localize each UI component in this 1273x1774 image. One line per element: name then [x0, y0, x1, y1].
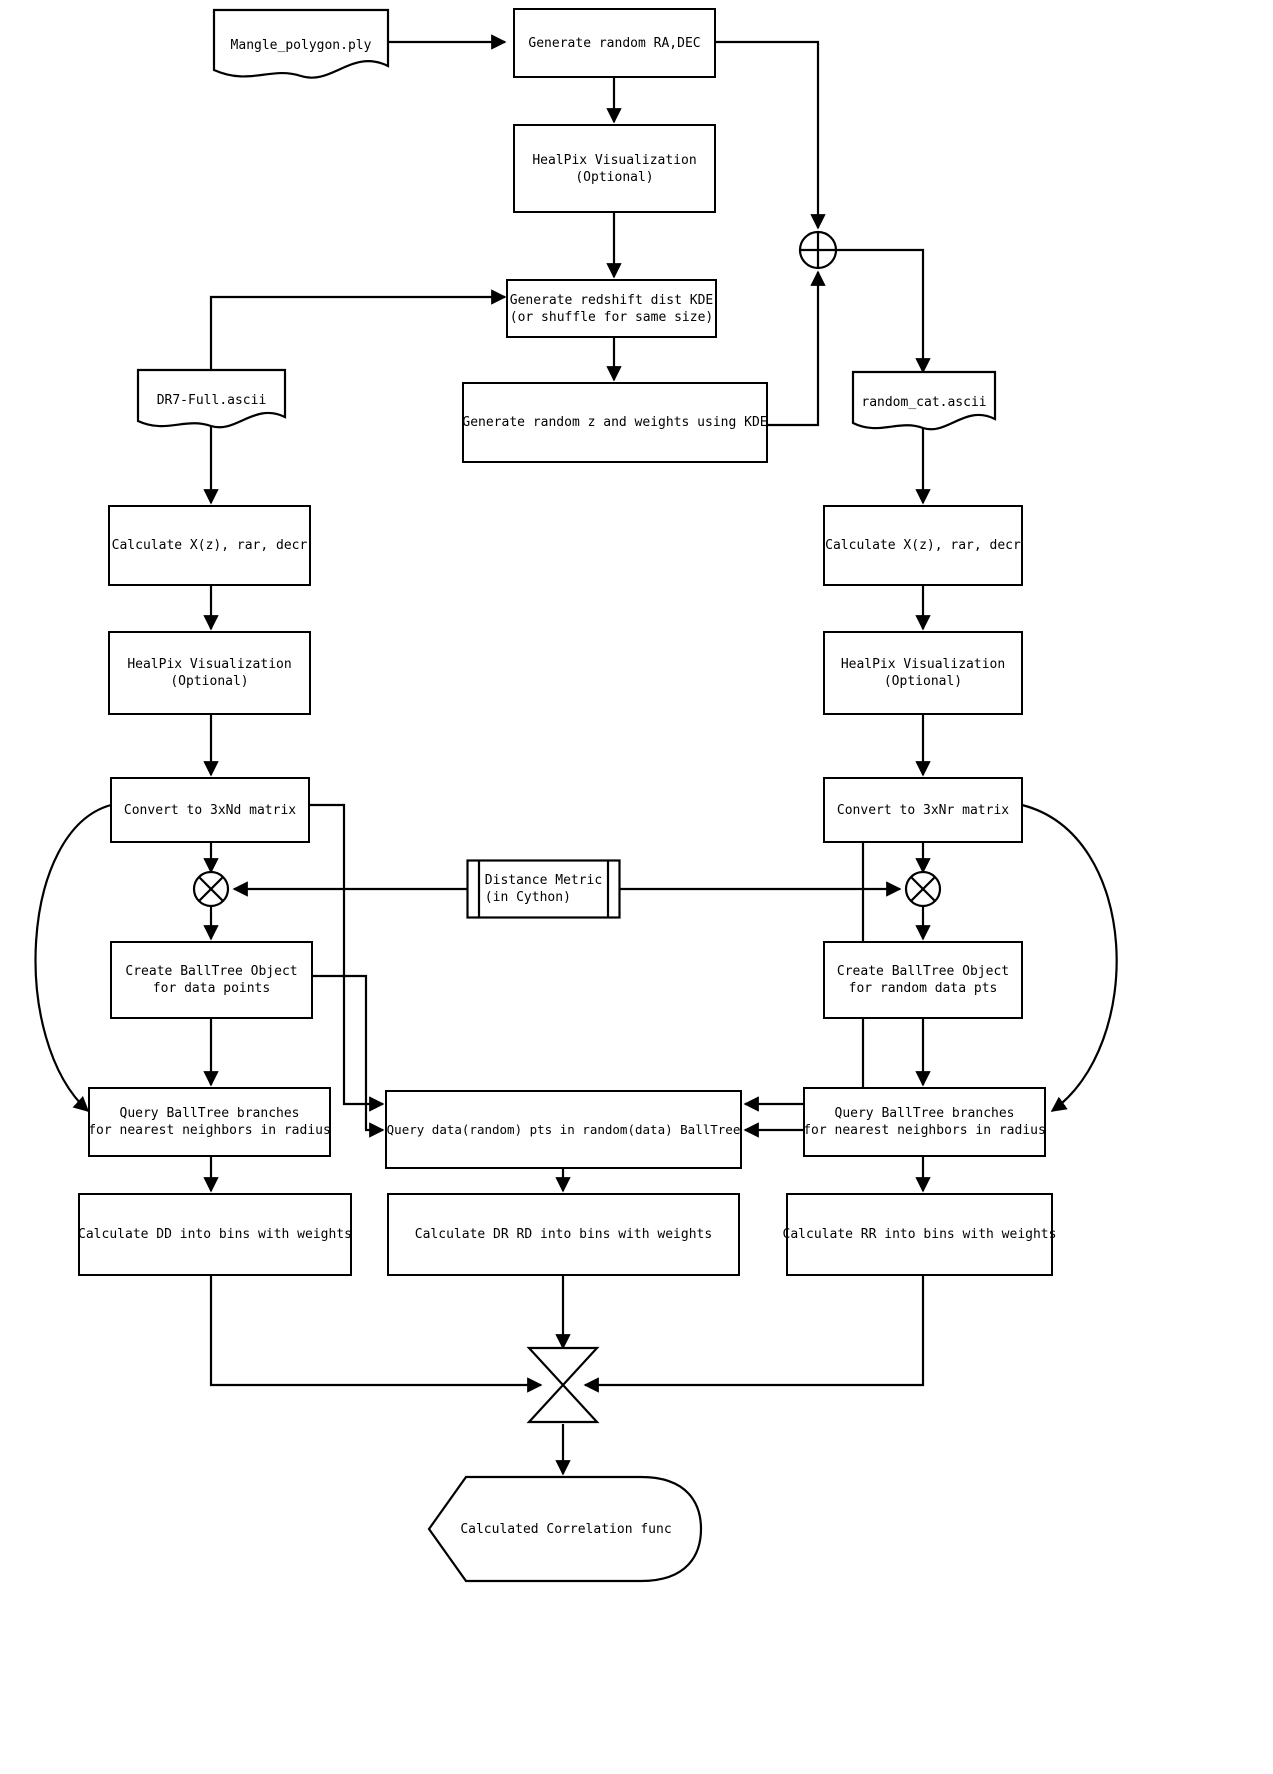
node-healpix-visualization-right[interactable]: HealPix Visualization (Optional) — [823, 631, 1023, 715]
node-calculated-correlation-func[interactable]: Calculated Correlation func — [426, 1474, 706, 1584]
node-calculate-dd[interactable]: Calculate DD into bins with weights — [78, 1193, 352, 1276]
node-label: Calculate X(z), rar, decr — [111, 538, 308, 553]
node-query-cross-balltree[interactable]: Query data(random) pts in random(data) B… — [385, 1090, 742, 1169]
edge-convert-left-curve-to-query-left — [34, 803, 112, 1113]
node-label: Convert to 3xNr matrix — [836, 802, 1010, 818]
node-create-balltree-data[interactable]: Create BallTree Object for data points — [110, 941, 313, 1019]
node-calculate-xz-right[interactable]: Calculate X(z), rar, decr — [823, 505, 1023, 586]
node-dr7-full-ascii[interactable]: DR7-Full.ascii — [136, 368, 287, 433]
document-shape — [212, 8, 390, 79]
node-convert-3xnr-matrix[interactable]: Convert to 3xNr matrix — [823, 777, 1023, 843]
edge-balltree-left-to-querymid — [313, 974, 385, 1138]
node-label: Query BallTree branches for nearest neig… — [88, 1106, 331, 1138]
node-generate-random-z-weights[interactable]: Generate random z and weights using KDE — [462, 382, 768, 463]
node-distance-metric[interactable]: Distance Metric (in Cython) — [466, 859, 621, 919]
node-calculate-dr-rd[interactable]: Calculate DR RD into bins with weights — [387, 1193, 740, 1276]
junction-glyphs — [192, 230, 942, 1424]
node-calculate-xz-left[interactable]: Calculate X(z), rar, decr — [108, 505, 311, 586]
node-healpix-visualization-top[interactable]: HealPix Visualization (Optional) — [513, 124, 716, 213]
node-query-balltree-left[interactable]: Query BallTree branches for nearest neig… — [88, 1087, 331, 1157]
node-label: Query data(random) pts in random(data) B… — [386, 1122, 741, 1137]
edge-sum-to-randomcat — [836, 248, 931, 374]
document-shape — [851, 370, 997, 431]
node-label: Convert to 3xNd matrix — [123, 802, 297, 818]
node-label: Calculate RR into bins with weights — [782, 1227, 1057, 1242]
terminator-shape — [427, 1475, 703, 1583]
node-label: Calculate X(z), rar, decr — [825, 538, 1021, 553]
predefined-process-outer — [466, 859, 621, 919]
document-shape — [136, 368, 287, 429]
node-label: Calculate DR RD into bins with weights — [414, 1227, 713, 1242]
node-label: random_cat.ascii — [861, 395, 987, 410]
node-label: Query BallTree branches for nearest neig… — [803, 1106, 1046, 1138]
node-convert-3xnd-matrix[interactable]: Convert to 3xNd matrix — [110, 777, 310, 843]
node-label: Mangle_polygon.ply — [230, 37, 372, 53]
node-generate-redshift-kde[interactable]: Generate redshift dist KDE (or shuffle f… — [506, 279, 717, 338]
node-label: Calculate DD into bins with weights — [78, 1227, 352, 1242]
node-label: Generate redshift dist KDE (or shuffle f… — [509, 292, 714, 325]
edge-radec-to-sum — [716, 40, 826, 230]
node-label: Generate random RA,DEC — [528, 35, 701, 51]
cross-right-d2 — [910, 876, 936, 902]
node-label: HealPix Visualization (Optional) — [840, 657, 1006, 689]
node-label: DR7-Full.ascii — [156, 393, 267, 408]
node-random-cat-ascii[interactable]: random_cat.ascii — [851, 370, 997, 435]
edge-convert-left-to-querymid — [310, 803, 385, 1112]
edge-convert-right-curve-to-query-right — [1021, 803, 1118, 1112]
edge-randomz-to-sum — [767, 270, 826, 427]
node-label: HealPix Visualization (Optional) — [127, 657, 292, 689]
edge-dr7-to-kde — [209, 289, 507, 371]
node-calculate-rr[interactable]: Calculate RR into bins with weights — [783, 1193, 1056, 1276]
node-mangle-polygon[interactable]: Mangle_polygon.ply — [212, 8, 390, 82]
node-label: Distance Metric (in Cython) — [484, 873, 603, 905]
edge-dd-to-bowtie — [209, 1276, 543, 1393]
node-label: Create BallTree Object for random data p… — [836, 964, 1010, 996]
bowtie-merge-shape — [526, 1346, 600, 1424]
node-label: HealPix Visualization (Optional) — [532, 152, 697, 185]
node-create-balltree-random[interactable]: Create BallTree Object for random data p… — [823, 941, 1023, 1019]
edge-rr-to-bowtie — [583, 1276, 925, 1393]
node-label: Create BallTree Object for data points — [125, 964, 298, 996]
node-query-balltree-right[interactable]: Query BallTree branches for nearest neig… — [803, 1087, 1046, 1157]
cross-left-d2 — [198, 876, 224, 902]
node-healpix-visualization-left[interactable]: HealPix Visualization (Optional) — [108, 631, 311, 715]
node-label: Generate random z and weights using KDE — [462, 415, 768, 430]
node-label: Calculated Correlation func — [460, 1521, 672, 1537]
node-generate-random-radec[interactable]: Generate random RA,DEC — [513, 8, 716, 78]
